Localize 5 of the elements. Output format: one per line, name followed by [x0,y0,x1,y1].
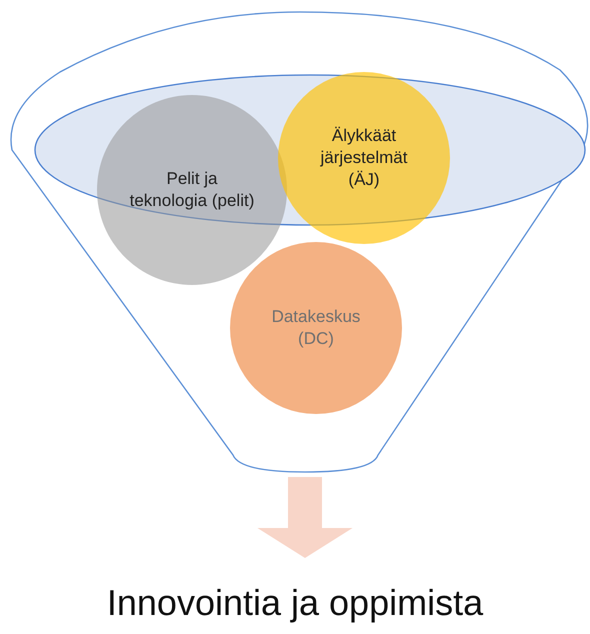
circle-label: Älykkäät järjestelmät (ÄJ) [319,124,408,192]
outcome-text: Innovointia ja oppimista [106,582,484,624]
circle-label: Datakeskus (DC) [270,306,362,350]
circle-label: Pelit ja teknologia (pelit) [128,168,256,212]
down-arrow [257,477,353,558]
